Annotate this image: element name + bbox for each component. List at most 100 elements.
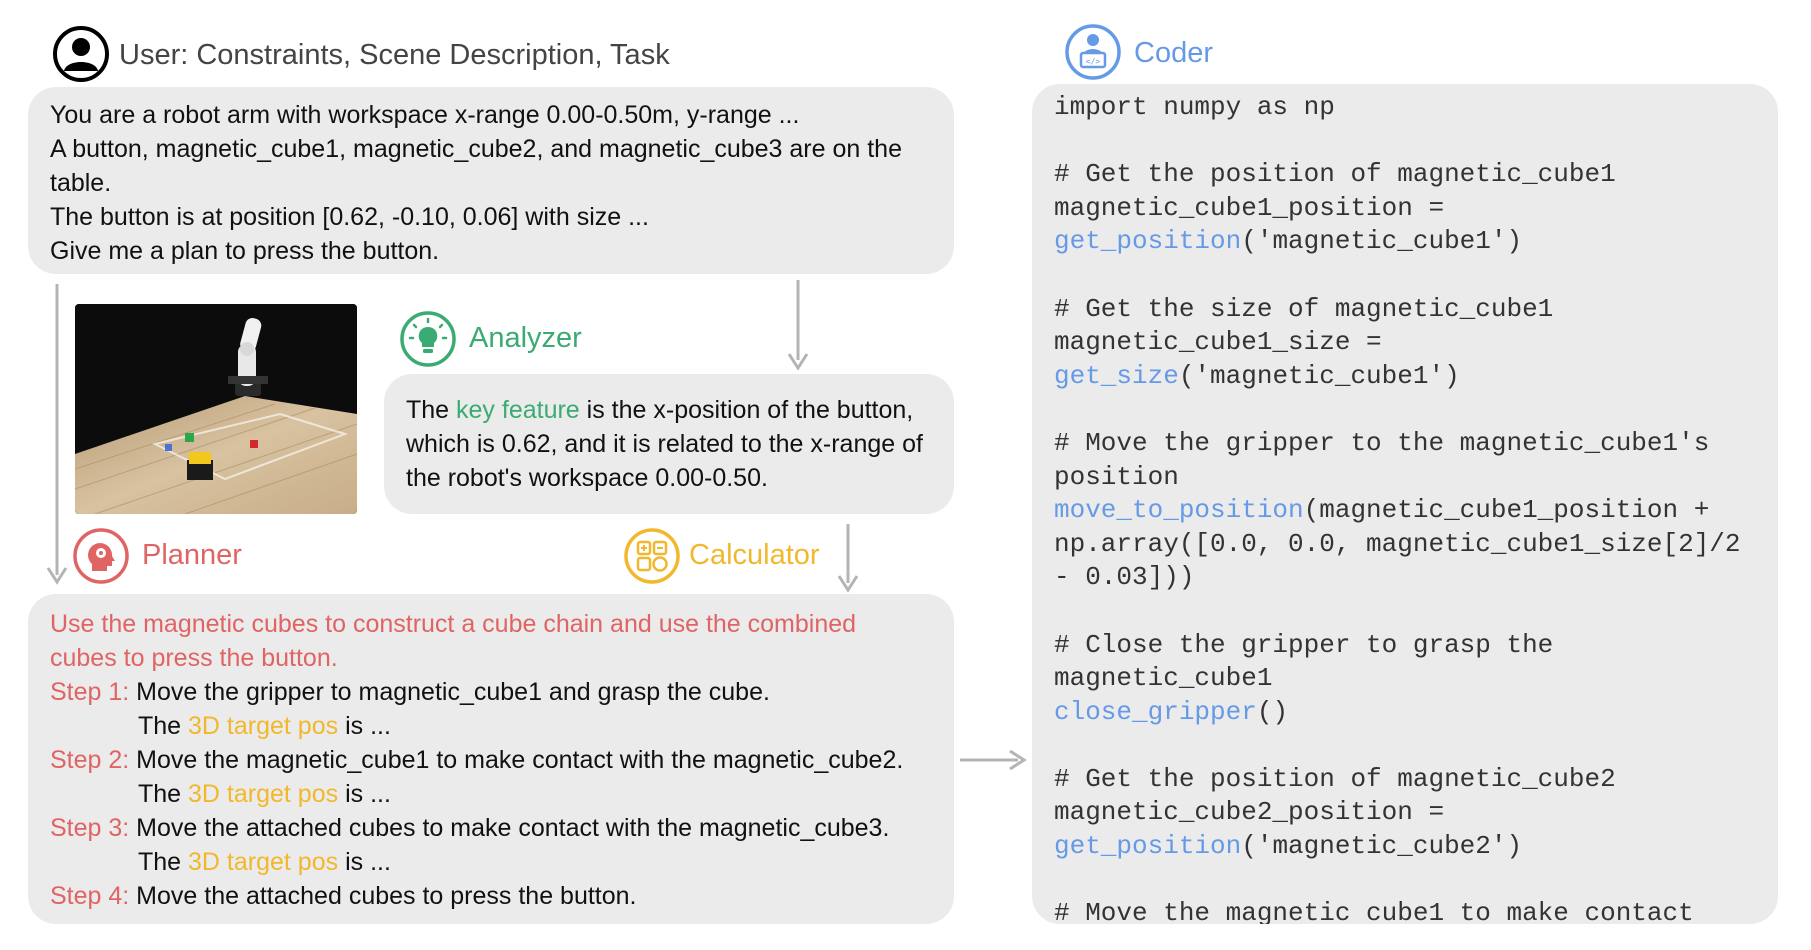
code-line [1054,595,1756,629]
calculator-header-label: Calculator [689,539,820,571]
analyzer-header-label: Analyzer [469,322,582,354]
code-line [1054,864,1756,898]
user-avatar-icon [52,25,110,83]
code-function-name: get_size [1054,360,1179,391]
code-line [1054,125,1756,159]
code-block: import numpy as np # Get the position of … [1054,91,1756,924]
code-line: move_to_position(magnetic_cube1_position… [1054,494,1756,528]
plan-step-2-target: The 3D target pos is ... [50,777,932,811]
code-text: # Get the position of magnetic_cube2 [1054,763,1616,794]
code-line [1054,729,1756,763]
code-text: import numpy as np [1054,92,1335,122]
target-pos-text: The [138,712,189,740]
target-pos-text: is ... [338,712,391,740]
step-prefix: Step 1: [50,678,130,706]
step-prefix: Step 2: [50,746,130,774]
code-text: # Get the size of magnetic_cube1 [1054,293,1554,324]
code-function-name: close_gripper [1054,696,1257,727]
code-line: # Close the gripper to grasp the [1054,629,1756,663]
code-text: magnetic_cube2_position = [1054,797,1445,828]
code-text: magnetic_cube1 [1054,663,1273,694]
user-prompt-bubble: You are a robot arm with workspace x-ran… [28,87,954,274]
code-line: get_position('magnetic_cube2') [1054,830,1756,864]
code-function-name: get_position [1054,831,1242,862]
code-line: get_position('magnetic_cube1') [1054,225,1756,259]
planner-intro-line: cubes to press the button. [50,644,338,672]
code-line: np.array([0.0, 0.0, magnetic_cube1_size[… [1054,528,1756,562]
plan-step-3: Step 3: Move the attached cubes to make … [50,811,932,845]
analyzer-line: which is 0.62, and it is related to the … [406,430,923,458]
code-text: position [1054,461,1179,492]
coder-code-bubble: import numpy as np # Get the position of … [1032,84,1778,924]
target-pos-highlight: 3D target pos [188,780,339,808]
target-pos-text: The [138,848,189,876]
target-pos-highlight: 3D target pos [188,712,339,740]
target-pos-text: is ... [338,780,391,808]
code-function-name: move_to_position [1054,495,1304,526]
analyzer-text: is the x-position of the button, [579,396,914,424]
code-line: magnetic_cube1 [1054,662,1756,696]
svg-text:</>: </> [1086,57,1101,66]
code-line: # Get the position of magnetic_cube1 [1054,158,1756,192]
step-prefix: Step 3: [50,814,130,842]
code-line: magnetic_cube1_size = [1054,326,1756,360]
target-pos-text: is ... [338,848,391,876]
step-text: Move the attached cubes to press the but… [129,882,637,910]
analyzer-line: the robot's workspace 0.00-0.50. [406,464,768,492]
coder-header-label: Coder [1134,37,1213,69]
planner-header-label: Planner [142,539,242,571]
plan-step-2: Step 2: Move the magnetic_cube1 to make … [50,743,932,777]
code-line: # Get the size of magnetic_cube1 [1054,293,1756,327]
code-text: # Move the gripper to the magnetic_cube1… [1054,427,1710,458]
code-text: magnetic_cube1_position = [1054,192,1445,223]
target-pos-highlight: 3D target pos [188,848,339,876]
step-prefix: Step 4: [50,882,130,910]
code-line: position [1054,461,1756,495]
code-text: # Close the gripper to grasp the [1054,629,1554,660]
planner-bubble: Use the magnetic cubes to construct a cu… [28,594,954,924]
code-line: get_size('magnetic_cube1') [1054,360,1756,394]
code-line [1054,259,1756,293]
calculator-icon [623,527,681,585]
code-line [1054,393,1756,427]
code-text: ('magnetic_cube1') [1178,360,1460,391]
code-text: np.array([0.0, 0.0, magnetic_cube1_size[… [1054,528,1741,559]
coder-laptop-icon: </> [1064,23,1122,81]
analyzer-text: The [406,396,457,424]
target-pos-text: The [138,780,189,808]
user-line: table. [50,169,112,197]
robot-scene-photo [75,304,357,514]
code-text: (magnetic_cube1_position + [1303,495,1710,526]
code-text: () [1256,696,1289,727]
code-text: magnetic_cube1_size = [1054,327,1382,358]
step-text: Move the attached cubes to make contact … [129,814,890,842]
code-line: import numpy as np [1054,91,1756,125]
code-text: - 0.03])) [1054,562,1195,593]
code-line: # Get the position of magnetic_cube2 [1054,763,1756,797]
code-line: # Move the magnetic cube1 to make contac… [1054,897,1756,924]
user-line: The button is at position [0.62, -0.10, … [50,203,649,231]
plan-step-4: Step 4: Move the attached cubes to press… [50,879,932,913]
code-text: # Move the magnetic cube1 to make contac… [1054,898,1694,924]
code-function-name: get_position [1054,226,1242,257]
code-text: # Get the position of magnetic_cube1 [1054,159,1616,190]
code-line: # Move the gripper to the magnetic_cube1… [1054,427,1756,461]
code-line: magnetic_cube2_position = [1054,796,1756,830]
plan-step-1: Step 1: Move the gripper to magnetic_cub… [50,675,932,709]
planner-intro-line: Use the magnetic cubes to construct a cu… [50,610,857,638]
user-line: You are a robot arm with workspace x-ran… [50,101,800,129]
brain-head-icon [72,527,130,585]
step-text: Move the gripper to magnetic_cube1 and g… [129,678,770,706]
key-feature-highlight: key feature [456,396,580,424]
user-header-label: User: Constraints, Scene Description, Ta… [119,39,670,71]
user-line: A button, magnetic_cube1, magnetic_cube2… [50,135,902,163]
lightbulb-icon [399,310,457,368]
analyzer-line: The key feature is the x-position of the… [406,393,932,427]
step-text: Move the magnetic_cube1 to make contact … [129,746,904,774]
code-line: magnetic_cube1_position = [1054,192,1756,226]
code-line: - 0.03])) [1054,561,1756,595]
plan-step-1-target: The 3D target pos is ... [50,709,932,743]
analyzer-bubble: The key feature is the x-position of the… [384,374,954,514]
plan-step-3-target: The 3D target pos is ... [50,845,932,879]
user-line: Give me a plan to press the button. [50,237,440,265]
